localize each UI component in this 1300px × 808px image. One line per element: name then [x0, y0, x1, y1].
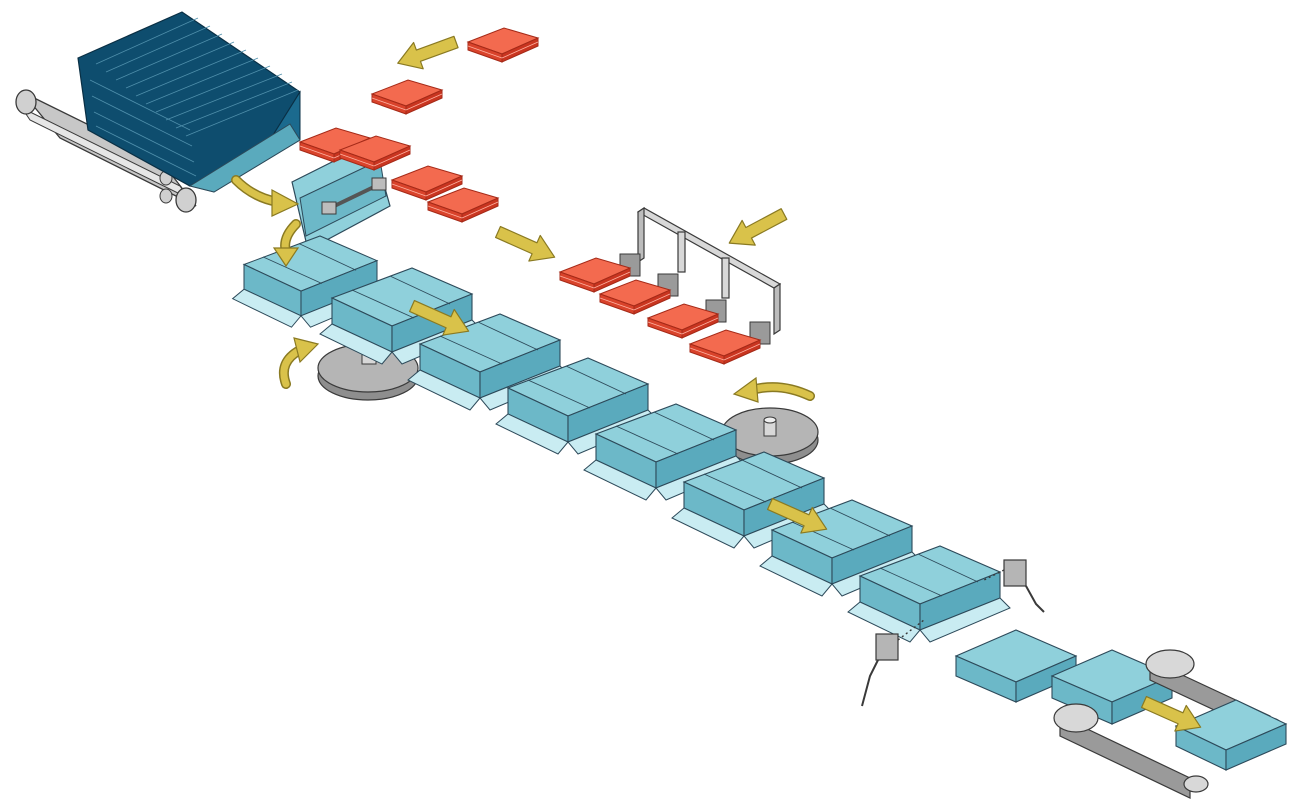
- magazine-to-erector-arrow: [231, 175, 300, 217]
- gripper-infeed-arrow: [722, 201, 792, 257]
- product-infeed-arrow: [392, 28, 462, 77]
- carton-flow-line: [319, 267, 1174, 725]
- belt-closer-output: [1053, 649, 1288, 799]
- product-transfer-arrow: [491, 218, 561, 271]
- product-pick-and-place-gripper: [559, 206, 782, 365]
- turntable-right-arrow: [732, 376, 815, 403]
- flap-sensor-left: [861, 619, 925, 707]
- carton-magazine-conveyor: [15, 11, 301, 213]
- flap-sensor-right: [983, 559, 1045, 613]
- turntable-left-arrow: [278, 337, 320, 389]
- erector-down-arrow: [272, 219, 301, 268]
- turntable-right: [721, 407, 819, 465]
